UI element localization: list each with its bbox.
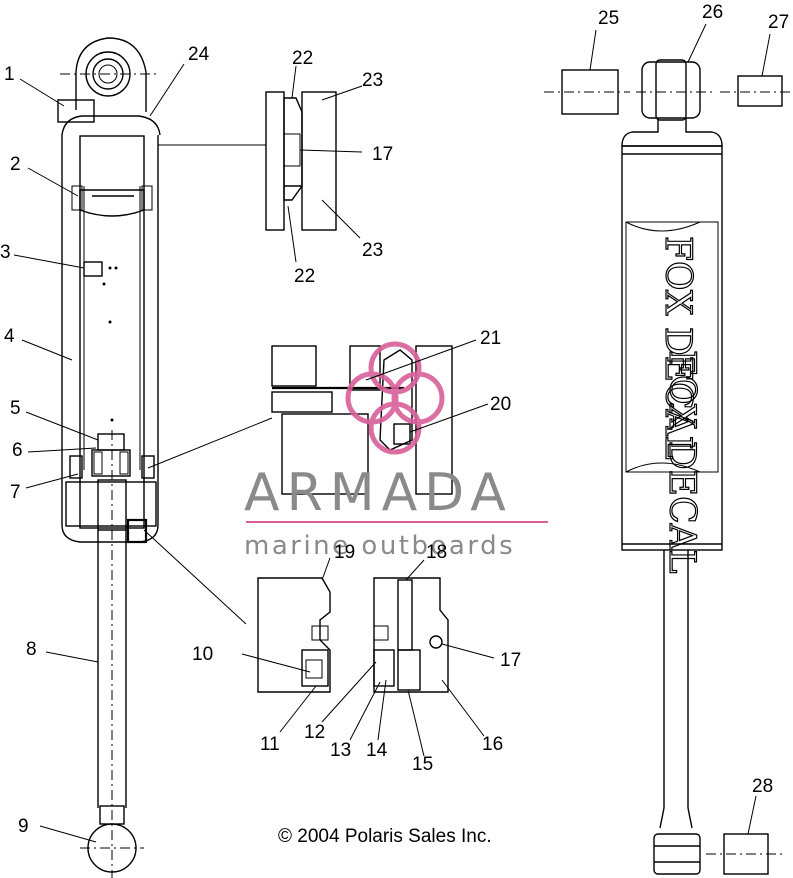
callout-17a: 17 (500, 650, 521, 671)
callout-28: 28 (752, 776, 773, 797)
callout-26: 26 (702, 2, 723, 23)
watermark-ring-3 (391, 371, 445, 425)
callout-23b: 23 (362, 240, 383, 261)
decal-label-lower: FOX DECAL (661, 350, 702, 574)
callout-3: 3 (0, 242, 11, 263)
watermark-ring-2 (345, 371, 399, 425)
callout-10: 10 (192, 644, 213, 665)
callout-22b: 22 (294, 266, 315, 287)
callout-11: 11 (260, 734, 280, 755)
callout-14: 14 (366, 740, 388, 761)
bushing-part-28 (706, 833, 784, 875)
callout-labels: 1 2 3 4 5 6 7 8 9 10 11 12 13 14 15 16 1… (0, 2, 789, 837)
bushing-part-25 (544, 69, 630, 115)
callout-27: 27 (768, 12, 789, 33)
callout-5: 5 (10, 398, 21, 419)
callout-6: 6 (12, 440, 23, 461)
shock-external-view (621, 59, 723, 875)
decal-label-upper: FOX DECAL (657, 236, 698, 460)
callout-2: 2 (10, 154, 21, 175)
copyright-notice: © 2004 Polaris Sales Inc. (278, 826, 492, 847)
callout-23a: 23 (362, 70, 383, 91)
detail-seal-section (158, 91, 337, 231)
callout-21: 21 (480, 328, 501, 349)
watermark-title: ARMADA (244, 463, 513, 523)
detail-bearing-cap-left (143, 529, 331, 693)
callout-18: 18 (426, 542, 447, 563)
callout-15: 15 (412, 754, 433, 775)
callout-24: 24 (188, 44, 210, 65)
leader-lines (13, 23, 771, 843)
callout-9: 9 (18, 816, 29, 837)
watermark-subtitle: marine outboards (244, 531, 515, 561)
callout-19: 19 (334, 542, 355, 563)
callout-7: 7 (10, 482, 21, 503)
callout-17b: 17 (372, 144, 393, 165)
callout-25: 25 (598, 8, 619, 29)
detail-bearing-cap-right (373, 577, 449, 693)
bushing-part-27 (720, 75, 790, 107)
callout-12: 12 (304, 722, 325, 743)
callout-22a: 22 (292, 48, 313, 69)
callout-20: 20 (490, 394, 511, 415)
watermark-logo (345, 341, 445, 455)
shock-body-section (57, 37, 161, 878)
callout-8: 8 (26, 639, 37, 660)
callout-16: 16 (482, 734, 503, 755)
callout-1: 1 (4, 64, 15, 85)
watermark-ring-4 (368, 401, 422, 455)
callout-13: 13 (330, 740, 351, 761)
callout-4: 4 (4, 326, 15, 347)
